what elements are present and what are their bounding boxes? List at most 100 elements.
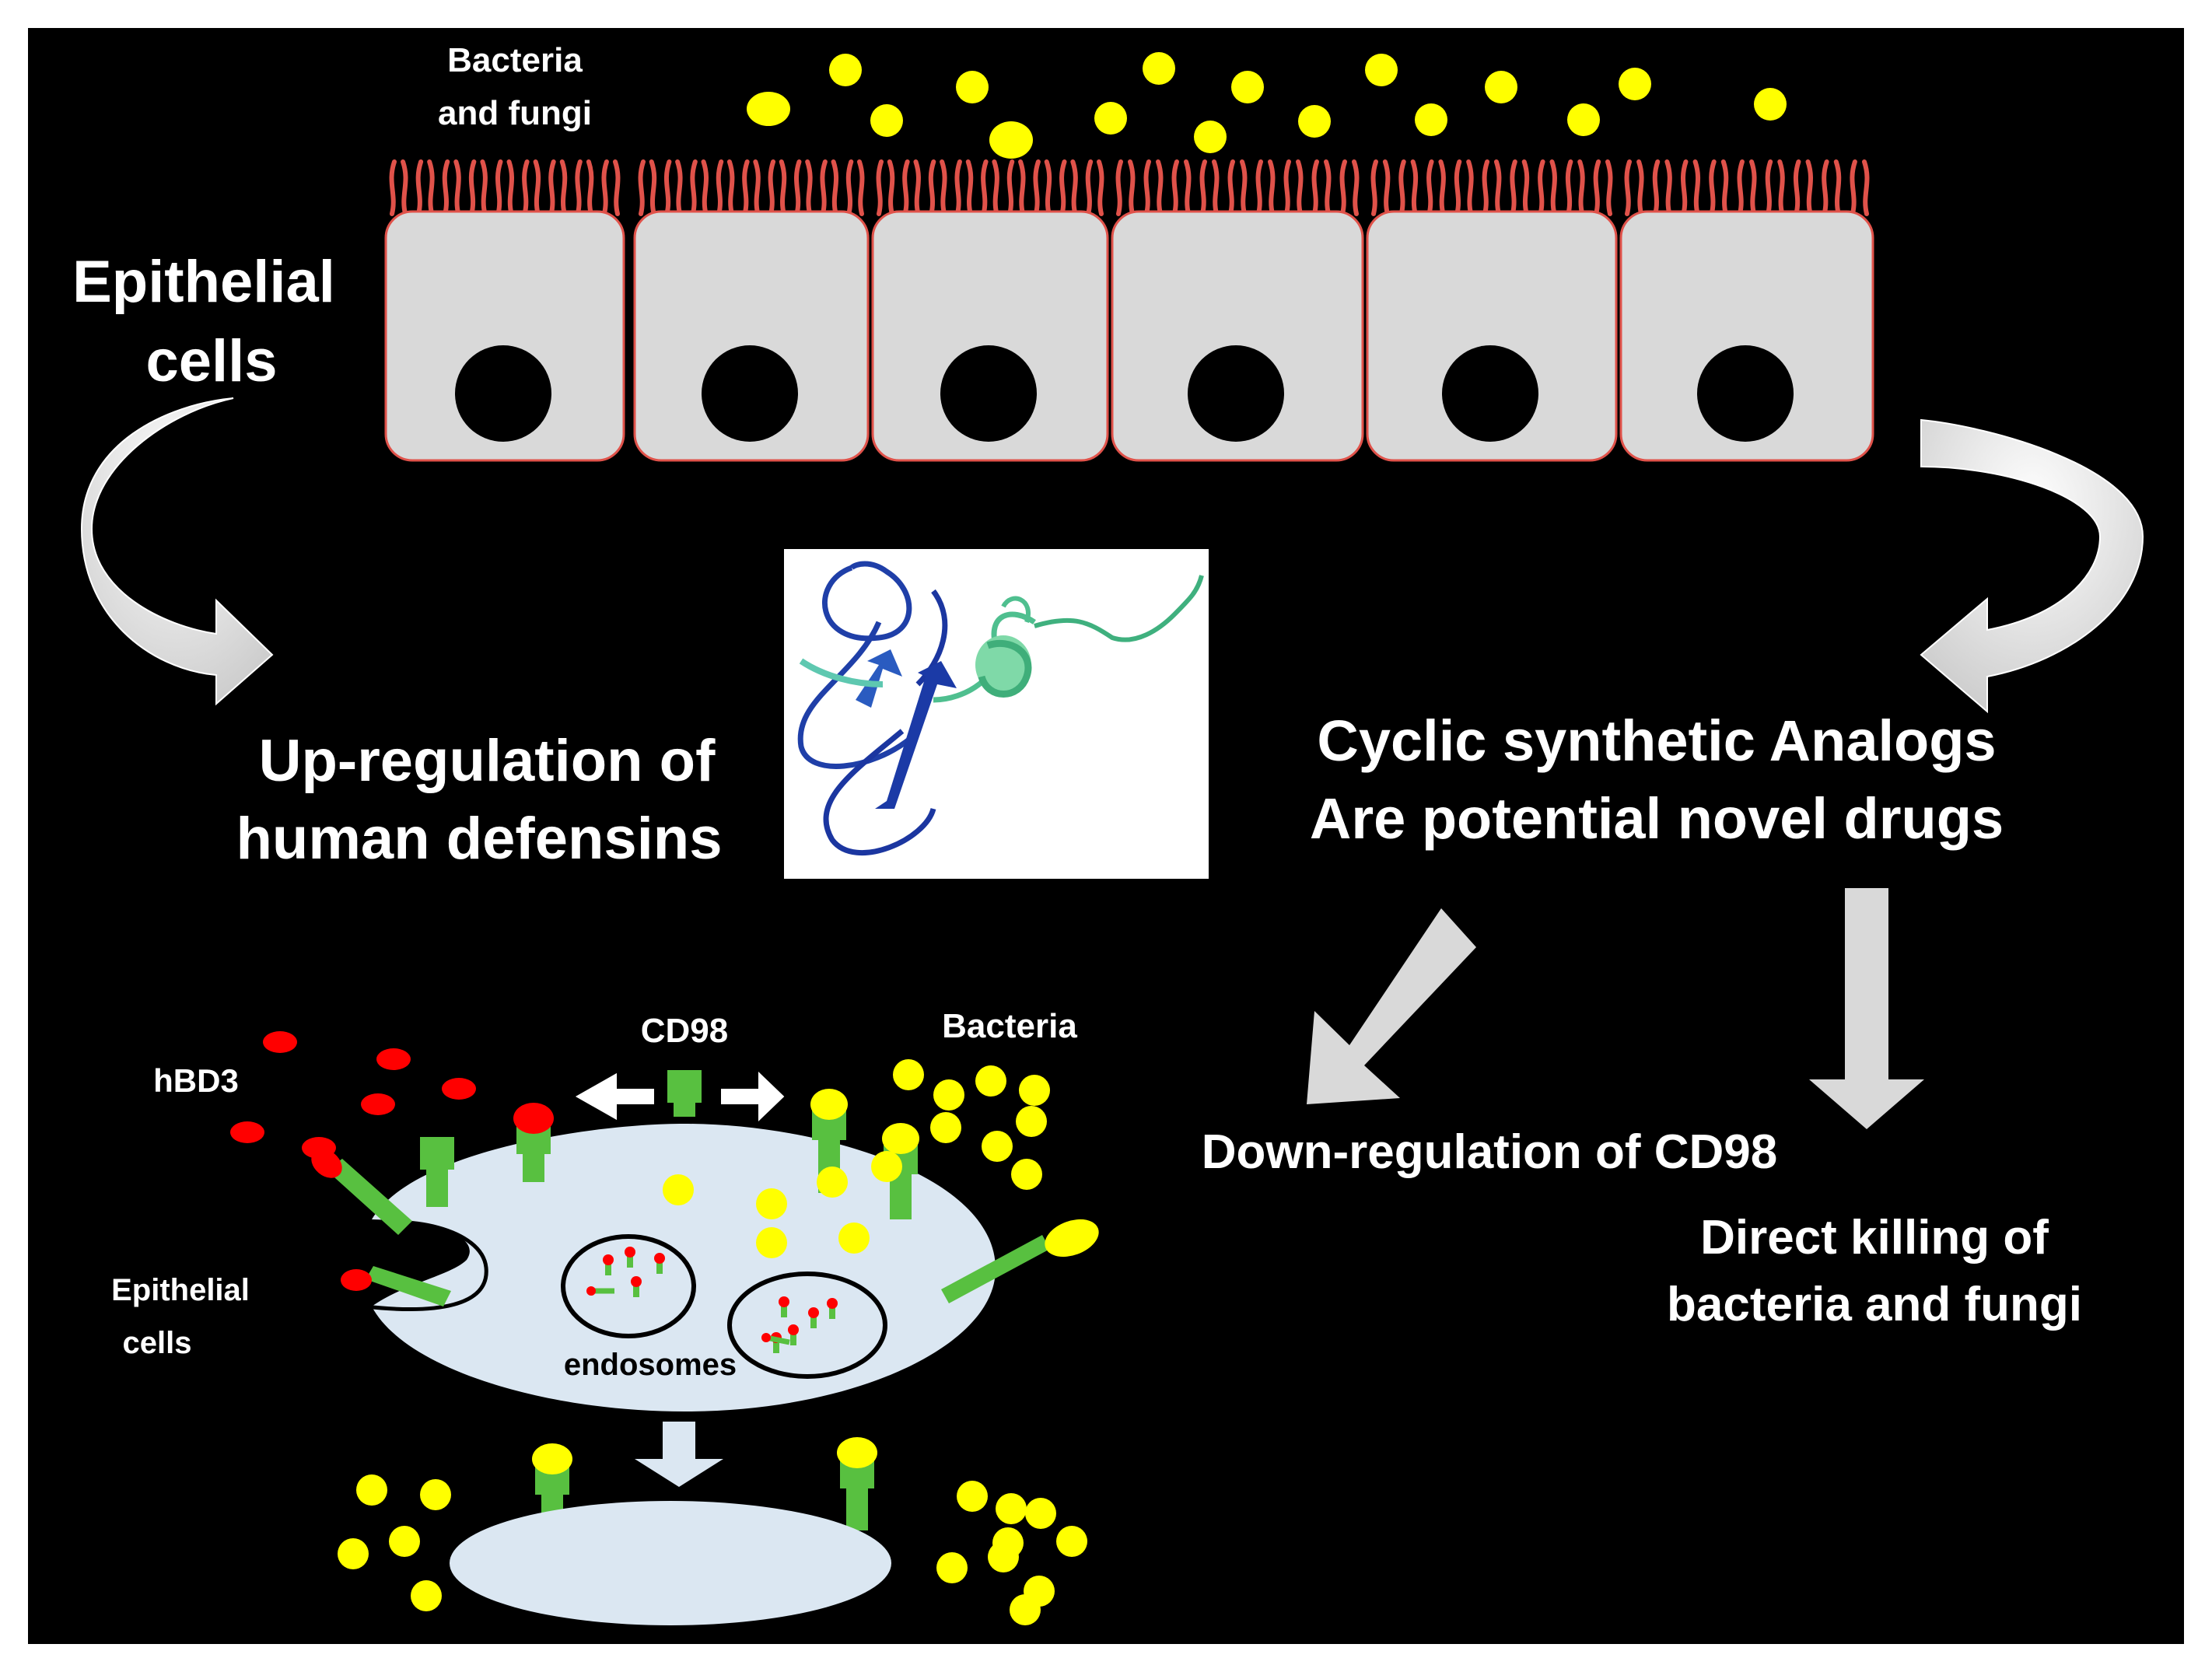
cilium — [726, 159, 735, 216]
cilium — [1482, 159, 1490, 216]
bacterium — [1094, 102, 1127, 135]
cilium — [1255, 159, 1263, 216]
cilium — [1720, 159, 1729, 216]
bacterium — [420, 1479, 451, 1510]
epithelial-cells-label-line1: Epithelial — [72, 249, 335, 315]
bacterium — [996, 1493, 1027, 1524]
cilium — [805, 159, 813, 216]
cilium — [1765, 159, 1773, 216]
bacterium — [1143, 52, 1175, 85]
internalized-hbd3 — [654, 1253, 665, 1264]
bacterium — [936, 1552, 968, 1583]
cilium — [1199, 159, 1207, 216]
curved-arrow-left — [80, 397, 274, 706]
receptor-head — [420, 1137, 454, 1170]
bacterium — [1231, 71, 1264, 103]
cilium — [1577, 159, 1585, 216]
cilium — [1692, 159, 1701, 216]
endosome-2 — [727, 1271, 887, 1379]
cilium — [401, 159, 408, 216]
cilium — [663, 159, 672, 216]
bacterium — [1567, 103, 1600, 136]
cilium — [533, 159, 541, 216]
arrow-to-reduced-cell — [635, 1422, 723, 1487]
cilium — [1283, 159, 1291, 216]
cilium — [1382, 159, 1391, 216]
cilium — [1593, 159, 1601, 216]
cilium — [1033, 159, 1041, 216]
cd98-receptor — [837, 1437, 877, 1530]
cilium — [1212, 159, 1220, 216]
bacterium — [988, 1541, 1019, 1572]
endosomes-label: endosomes — [564, 1348, 737, 1382]
epithelial-cell-layer — [384, 159, 1874, 462]
cilium — [701, 159, 709, 216]
cd98-receptor-tilted — [941, 1235, 1050, 1303]
nucleus — [455, 345, 551, 442]
epithelial-cell — [1366, 159, 1618, 462]
cilium — [753, 159, 761, 216]
bacterium-bound — [532, 1443, 572, 1474]
bacterium — [982, 1131, 1013, 1162]
cyclic-analogs-label-line1: Cyclic synthetic Analogs — [1317, 708, 1996, 773]
cilium — [601, 159, 609, 216]
internalized-receptor — [790, 1331, 796, 1345]
endosome-1 — [561, 1234, 696, 1338]
cilium — [831, 159, 839, 216]
cilium — [690, 159, 698, 216]
nucleus — [702, 345, 798, 442]
cilium — [638, 159, 646, 216]
cilium — [1850, 159, 1857, 216]
cd98-mechanism-illustration: endosomes CD98 Bacteria hBD3 Epithelial … — [111, 1007, 1099, 1625]
cilium — [1565, 159, 1573, 216]
cd98-receptor — [513, 1103, 554, 1182]
epithelial-cell — [384, 159, 625, 462]
cilium — [716, 159, 724, 216]
cilium — [1624, 159, 1632, 216]
reduced-cd98-cell — [450, 1501, 891, 1625]
cilium — [480, 159, 488, 216]
cilium — [1324, 159, 1332, 216]
bacterium — [1619, 68, 1651, 100]
internalized-hbd3 — [625, 1247, 635, 1257]
epithelial-cells-small-label-line1: Epithelial — [111, 1273, 250, 1307]
cilium — [1085, 159, 1094, 216]
cilium — [1370, 159, 1378, 216]
cilium — [1636, 159, 1644, 216]
receptor-head — [667, 1070, 702, 1103]
cilium — [1044, 159, 1052, 216]
cell-body — [1619, 210, 1874, 462]
internalized-hbd3 — [788, 1324, 799, 1335]
bacterium — [1019, 1075, 1050, 1106]
cilium — [1143, 159, 1151, 216]
bacterium-bound — [882, 1123, 919, 1154]
bacterium — [1056, 1526, 1087, 1557]
cilium — [857, 159, 865, 216]
hbd3-peptide — [442, 1078, 476, 1100]
internalized-receptor — [829, 1305, 835, 1319]
cilium — [442, 159, 450, 216]
bacterium — [411, 1580, 442, 1611]
cilium — [1339, 159, 1347, 216]
hbd3-peptide — [230, 1121, 264, 1143]
cyclic-analogs-label-line2: Are potential novel drugs — [1310, 786, 2004, 851]
cilium — [845, 159, 854, 216]
bacterium — [956, 71, 989, 103]
bacterium — [747, 92, 790, 126]
cell-body — [633, 210, 870, 462]
cilium — [1549, 159, 1557, 216]
bacterium — [1194, 121, 1227, 153]
bacterium — [1298, 105, 1331, 138]
cilium — [940, 159, 947, 216]
epithelial-cells-label-line2: cells — [145, 328, 277, 394]
hbd3-peptide — [263, 1031, 297, 1053]
cilium — [468, 159, 477, 216]
bacterium — [957, 1481, 988, 1512]
cilium — [1822, 159, 1829, 216]
cilium — [506, 159, 514, 216]
epithelial-cell — [1111, 159, 1364, 462]
cilium — [548, 159, 556, 216]
bacterium — [838, 1223, 870, 1254]
epithelial-cells-small-label-line2: cells — [123, 1326, 192, 1360]
